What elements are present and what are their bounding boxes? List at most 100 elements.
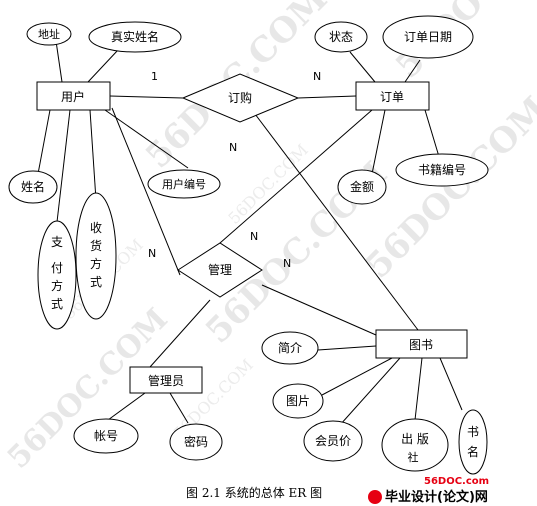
relationship-manages[interactable]: 管理 <box>177 242 263 298</box>
attr-intro-label: 简介 <box>278 341 302 355</box>
line-admin-account <box>107 392 146 421</box>
cardinality-user-book-orders: N <box>229 141 237 154</box>
line-order-manages <box>219 109 373 244</box>
line-order-status <box>349 51 376 83</box>
line-user-delivery <box>89 109 97 201</box>
entity-admin[interactable]: 管理员 <box>129 366 203 394</box>
attr-address[interactable]: 地址 <box>26 22 72 46</box>
attr-account-label: 帐号 <box>94 428 118 443</box>
entity-admin-box <box>129 366 203 394</box>
line-orders-book <box>254 113 419 331</box>
line-user-address <box>55 40 63 83</box>
entity-order-label: 订单 <box>380 90 404 104</box>
line-book-intro <box>317 345 377 351</box>
attr-real-name-label: 真实姓名 <box>111 29 159 44</box>
attr-publisher-ellipse <box>381 418 449 472</box>
entity-book-box <box>375 329 468 359</box>
logo-mark-icon <box>368 490 382 504</box>
attr-password-ellipse <box>169 423 223 461</box>
attr-payment-method-char-4: 式 <box>51 297 63 311</box>
attr-address-ellipse <box>26 22 72 46</box>
line-manages-book <box>261 284 377 336</box>
attr-real-name[interactable]: 真实姓名 <box>88 21 182 53</box>
line-book-title <box>439 357 463 411</box>
line-order-date <box>404 59 421 83</box>
line-manages-admin <box>149 299 211 368</box>
line-book-picture <box>321 357 393 396</box>
attr-status-ellipse <box>314 21 368 53</box>
attr-amount-label: 金额 <box>350 179 374 194</box>
entity-user-label: 用户 <box>61 89 85 104</box>
attr-real-name-ellipse <box>88 21 182 53</box>
relationship-orders-diamond <box>181 73 300 123</box>
connector-lines <box>37 40 463 426</box>
attr-password-label: 密码 <box>184 434 208 449</box>
attr-amount[interactable]: 金额 <box>337 169 387 205</box>
entity-book[interactable]: 图书 <box>375 329 468 359</box>
attr-user-id[interactable]: 用户编号 <box>147 169 221 199</box>
attr-payment-method-ellipse <box>37 220 77 330</box>
attr-name-label: 姓名 <box>21 179 45 194</box>
entity-user[interactable]: 用户 <box>36 81 111 111</box>
attr-book-id-label: 书籍编号 <box>418 162 466 177</box>
attr-status-label: 状态 <box>329 30 353 44</box>
site-logo: 56DOC.com 毕业设计(论文)网 <box>368 476 489 505</box>
relationship-orders[interactable]: 订购 <box>181 73 300 123</box>
relationship-manages-diamond <box>177 242 263 298</box>
entity-admin-label: 管理员 <box>148 373 184 388</box>
attr-account[interactable]: 帐号 <box>73 418 139 454</box>
line-order-amount <box>371 109 386 175</box>
attr-member-price-ellipse <box>303 420 363 462</box>
attr-picture[interactable]: 图片 <box>272 383 324 419</box>
attr-publisher[interactable]: 出 版 社 <box>381 418 449 472</box>
cardinality-manages-book: N <box>283 257 291 270</box>
attr-password[interactable]: 密码 <box>169 423 223 461</box>
attr-publisher-line-1: 出 版 <box>401 432 429 446</box>
attr-member-price[interactable]: 会员价 <box>303 420 363 462</box>
relationship-orders-label: 订购 <box>228 90 252 105</box>
line-admin-password <box>169 392 189 424</box>
attr-name-ellipse <box>8 170 58 204</box>
attr-address-label: 地址 <box>38 27 60 41</box>
attr-user-id-label: 用户编号 <box>162 177 206 191</box>
attr-payment-method-char-1: 支 <box>51 235 63 249</box>
line-user-name <box>37 109 51 175</box>
attr-delivery-method-char-1: 收 <box>90 221 102 235</box>
cardinality-orders-order: N <box>313 70 321 83</box>
logo-text: 毕业设计(论文)网 <box>385 489 488 505</box>
attr-book-title-ellipse <box>458 409 488 475</box>
attr-payment-method-char-2: 付 <box>51 261 63 275</box>
line-user-manages <box>111 107 181 276</box>
attr-order-date-ellipse <box>382 15 474 59</box>
line-book-member-price <box>339 357 401 426</box>
line-orders-order <box>297 95 357 99</box>
attr-book-id-ellipse <box>395 153 489 187</box>
cardinality-labels: 1 N N N N N <box>148 70 321 270</box>
watermark-text-6: 56DOC.COM <box>224 140 312 228</box>
attr-delivery-method-char-4: 式 <box>90 275 102 289</box>
attr-intro-ellipse <box>261 331 319 365</box>
attr-account-ellipse <box>73 418 139 454</box>
attr-payment-method[interactable]: 支 付 方 式 <box>37 220 77 330</box>
cardinality-user-manages: N <box>148 247 156 260</box>
line-order-bookid <box>424 109 441 161</box>
attr-name[interactable]: 姓名 <box>8 170 58 204</box>
attr-amount-ellipse <box>337 169 387 205</box>
attr-picture-label: 图片 <box>286 394 310 408</box>
attr-intro[interactable]: 简介 <box>261 331 319 365</box>
entity-order[interactable]: 订单 <box>355 81 430 111</box>
relationship-manages-label: 管理 <box>208 262 232 277</box>
attr-order-date-label: 订单日期 <box>404 30 452 44</box>
attr-status[interactable]: 状态 <box>314 21 368 53</box>
figure-caption: 图 2.1 系统的总体 ER 图 <box>186 485 322 500</box>
attr-book-title[interactable]: 书 名 <box>458 409 488 475</box>
logo-url: 56DOC.com <box>424 476 489 487</box>
line-user-orders <box>109 95 184 99</box>
attr-book-id[interactable]: 书籍编号 <box>395 153 489 187</box>
cardinality-manages-order: N <box>250 230 258 243</box>
attr-order-date[interactable]: 订单日期 <box>382 15 474 59</box>
attr-delivery-method[interactable]: 收 货 方 式 <box>75 192 117 320</box>
attr-book-title-char-1: 书 <box>467 425 479 439</box>
